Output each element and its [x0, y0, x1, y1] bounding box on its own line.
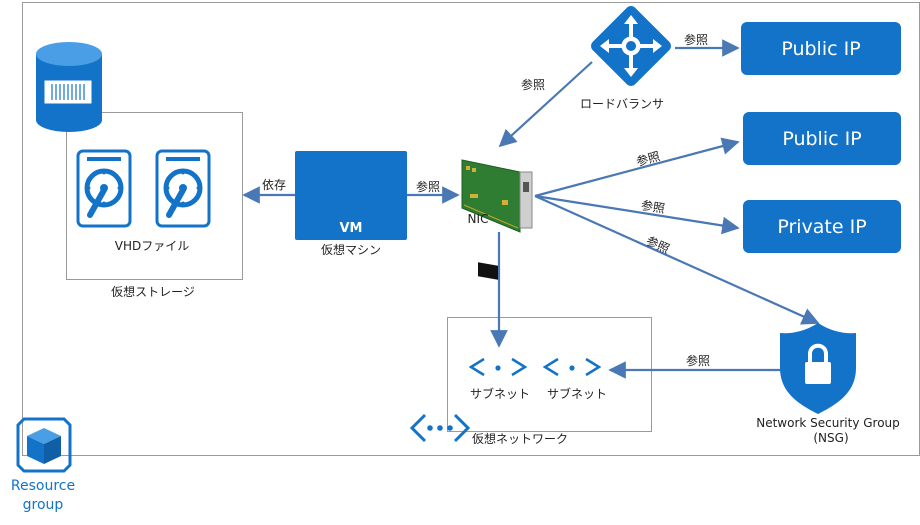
public-ip-box[interactable]: Public IP — [743, 112, 901, 165]
nic-card-icon — [461, 159, 533, 280]
edge-label-ref: 参照 — [521, 78, 546, 92]
edge-label-ref: 参照 — [684, 33, 709, 47]
edge-label-ref: 参照 — [686, 354, 711, 368]
nsg-label-line1: Network Security Group — [756, 416, 900, 430]
nic-label: NIC — [467, 212, 489, 226]
subnet-icon — [542, 357, 602, 377]
arrow-nic-to-private-ip — [534, 194, 740, 235]
virtual-network-icon — [409, 413, 471, 443]
subnet-icon — [468, 357, 528, 377]
resource-group-label-line2: group — [22, 497, 64, 513]
virtual-storage-label: 仮想ストレージ — [111, 285, 195, 299]
resource-group-label: Resource group — [4, 477, 82, 515]
vhd-disk-icon — [76, 149, 132, 228]
resource-group-icon — [16, 417, 72, 473]
subnet-label: サブネット — [469, 387, 531, 401]
load-balancer-label: ロードバランサ — [579, 97, 665, 111]
resource-group-label-line1: Resource — [10, 478, 76, 494]
nsg-label-line2: (NSG) — [813, 431, 849, 445]
arrow-nic-to-nsg — [534, 194, 820, 325]
storage-cylinder-icon — [36, 42, 102, 132]
vm-box[interactable]: VM — [295, 151, 407, 240]
arrow-lb-to-nic — [498, 61, 593, 148]
virtual-network-label: 仮想ネットワーク — [472, 432, 569, 446]
public-ip-box[interactable]: Public IP — [741, 22, 901, 75]
arrow-nic-to-public-ip — [534, 137, 740, 198]
subnet-label: サブネット — [546, 387, 608, 401]
virtual-network-frame — [447, 317, 652, 432]
vm-label: 仮想マシン — [320, 243, 382, 257]
edge-label-ref: 参照 — [639, 198, 666, 216]
vm-text: VM — [339, 221, 363, 236]
edge-label-depends: 依存 — [262, 178, 287, 192]
nsg-shield-icon — [780, 323, 856, 414]
vhd-disk-icon — [155, 149, 211, 228]
load-balancer-icon — [591, 6, 671, 86]
edge-label-ref: 参照 — [416, 180, 441, 194]
private-ip-box[interactable]: Private IP — [743, 200, 901, 253]
vhd-file-label: VHDファイル — [114, 239, 190, 253]
